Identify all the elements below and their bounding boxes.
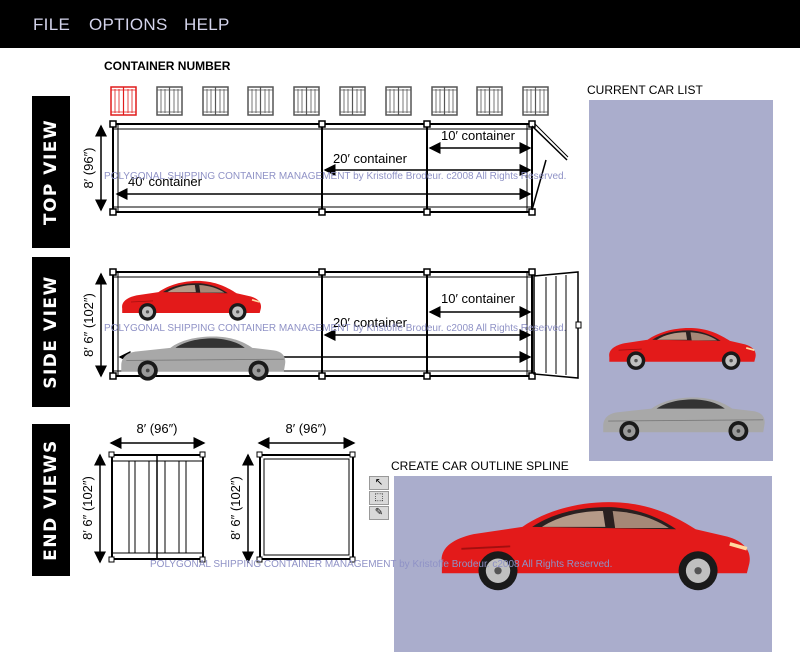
watermark-top: POLYGONAL SHIPPING CONTAINER MANAGEMENT … [104,171,566,182]
side-view-20ft-label: 20′ container [333,315,408,330]
container-door-icon [522,86,549,116]
menu-bar: FILE OPTIONS HELP [0,0,800,48]
marquee-tool[interactable]: ⬚ [369,491,389,505]
container-button-6[interactable] [339,86,366,116]
side-view-10ft-label: 10′ container [441,291,516,306]
container-button-5[interactable] [293,86,320,116]
container-door-icon [156,86,183,116]
container-number-title: CONTAINER NUMBER [104,59,231,73]
side-view-height-label: 8′ 6″ (102″) [81,293,96,357]
tab-end-views-label: END VIEWS [41,439,61,561]
container-button-4[interactable] [247,86,275,116]
lasso-tool[interactable]: ✎ [369,506,389,520]
end-view-left [94,437,206,564]
top-view-10ft-label: 10′ container [441,128,516,143]
watermark-side: POLYGONAL SHIPPING CONTAINER MANAGEMENT … [104,323,566,334]
container-door-icon [201,86,229,116]
tab-end-views[interactable]: END VIEWS [32,424,70,576]
tab-side-view-label: SIDE VIEW [41,275,61,389]
top-view-height-label: 8′ (96″) [81,148,96,189]
container-button-2[interactable] [156,86,183,116]
end-view-right [242,437,356,564]
container-button-3[interactable] [201,86,229,116]
pointer-tool[interactable]: ↖ [369,476,389,490]
end-view-right-width-label: 8′ (96″) [286,421,327,436]
container-door-icon [339,86,366,116]
menu-help[interactable]: HELP [184,15,230,34]
menu-file[interactable]: FILE [33,15,71,34]
container-door-icon [293,86,320,116]
container-button-9[interactable] [476,86,504,116]
container-door-icon [385,86,412,116]
side-view-red-car[interactable] [121,280,262,322]
side-view-plan [95,268,582,380]
container-button-10[interactable] [522,86,549,116]
container-door-icon [476,86,504,116]
container-door-icon [110,86,137,116]
top-view-plan [95,120,569,216]
top-view-40ft-label: 40′ container [128,174,203,189]
side-view-silver-car[interactable] [120,336,286,382]
tab-side-view[interactable]: SIDE VIEW [32,257,70,407]
spline-panel [394,476,772,652]
tab-top-view-label: TOP VIEW [41,118,61,226]
container-button-7[interactable] [385,86,412,116]
tab-top-view[interactable]: TOP VIEW [32,96,70,248]
container-door-icon [430,86,458,116]
container-button-1[interactable] [110,86,137,116]
menu-options[interactable]: OPTIONS [89,15,168,34]
spline-title: CREATE CAR OUTLINE SPLINE [391,459,569,473]
container-button-8[interactable] [430,86,458,116]
car-list-title: CURRENT CAR LIST [587,83,703,97]
top-view-20ft-label: 20′ container [333,151,408,166]
container-door-icon [247,86,275,116]
end-view-left-width-label: 8′ (96″) [137,421,178,436]
end-view-right-height-label: 8′ 6″ (102″) [228,476,243,540]
end-view-left-height-label: 8′ 6″ (102″) [80,476,95,540]
